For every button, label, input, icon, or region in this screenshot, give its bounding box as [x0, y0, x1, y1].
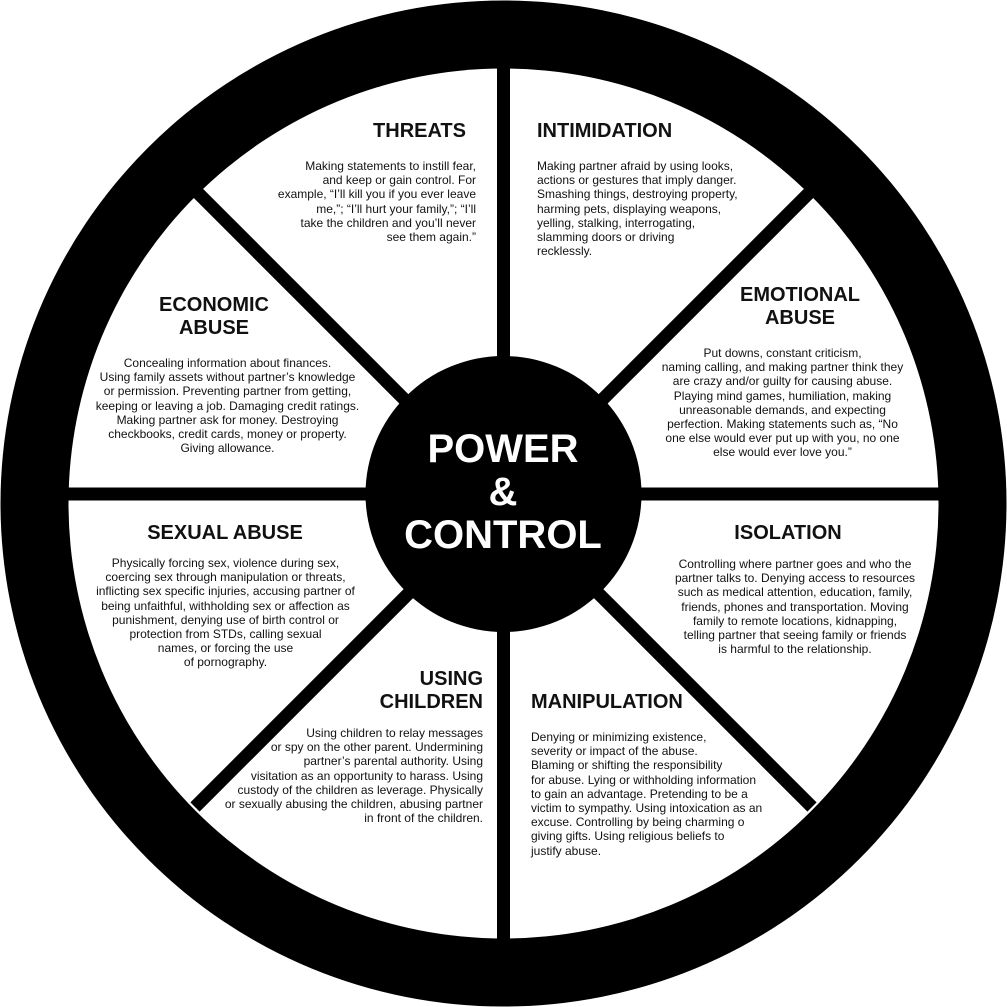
threats-title: THREATS: [373, 120, 466, 142]
using-children-text: Using children to relay messages or spy …: [224, 726, 483, 826]
sexual-abuse-title: SEXUAL ABUSE: [147, 522, 303, 544]
manipulation-title: MANIPULATION: [531, 691, 683, 713]
emotional-abuse-text: Put downs, constant criticism, naming ca…: [661, 346, 904, 460]
manipulation-text: Denying or minimizing existence, severit…: [531, 730, 763, 858]
economic-abuse-text: Concealing information about finances. U…: [95, 356, 360, 456]
emotional-abuse-title: EMOTIONAL ABUSE: [740, 284, 860, 329]
threats-text: Making statements to instill fear, and k…: [277, 159, 476, 245]
isolation-text: Controlling where partner goes and who t…: [674, 557, 916, 657]
intimidation-text: Making partner afraid by using looks, ac…: [537, 159, 738, 259]
isolation-title: ISOLATION: [734, 522, 842, 544]
center-hub: [365, 356, 642, 632]
economic-abuse-title: ECONOMIC ABUSE: [159, 294, 269, 339]
using-children-title: USING CHILDREN: [379, 668, 483, 713]
sexual-abuse-text: Physically forcing sex, violence during …: [96, 556, 355, 670]
intimidation-title: INTIMIDATION: [537, 120, 673, 142]
center-label: POWER & CONTROL: [404, 427, 602, 557]
